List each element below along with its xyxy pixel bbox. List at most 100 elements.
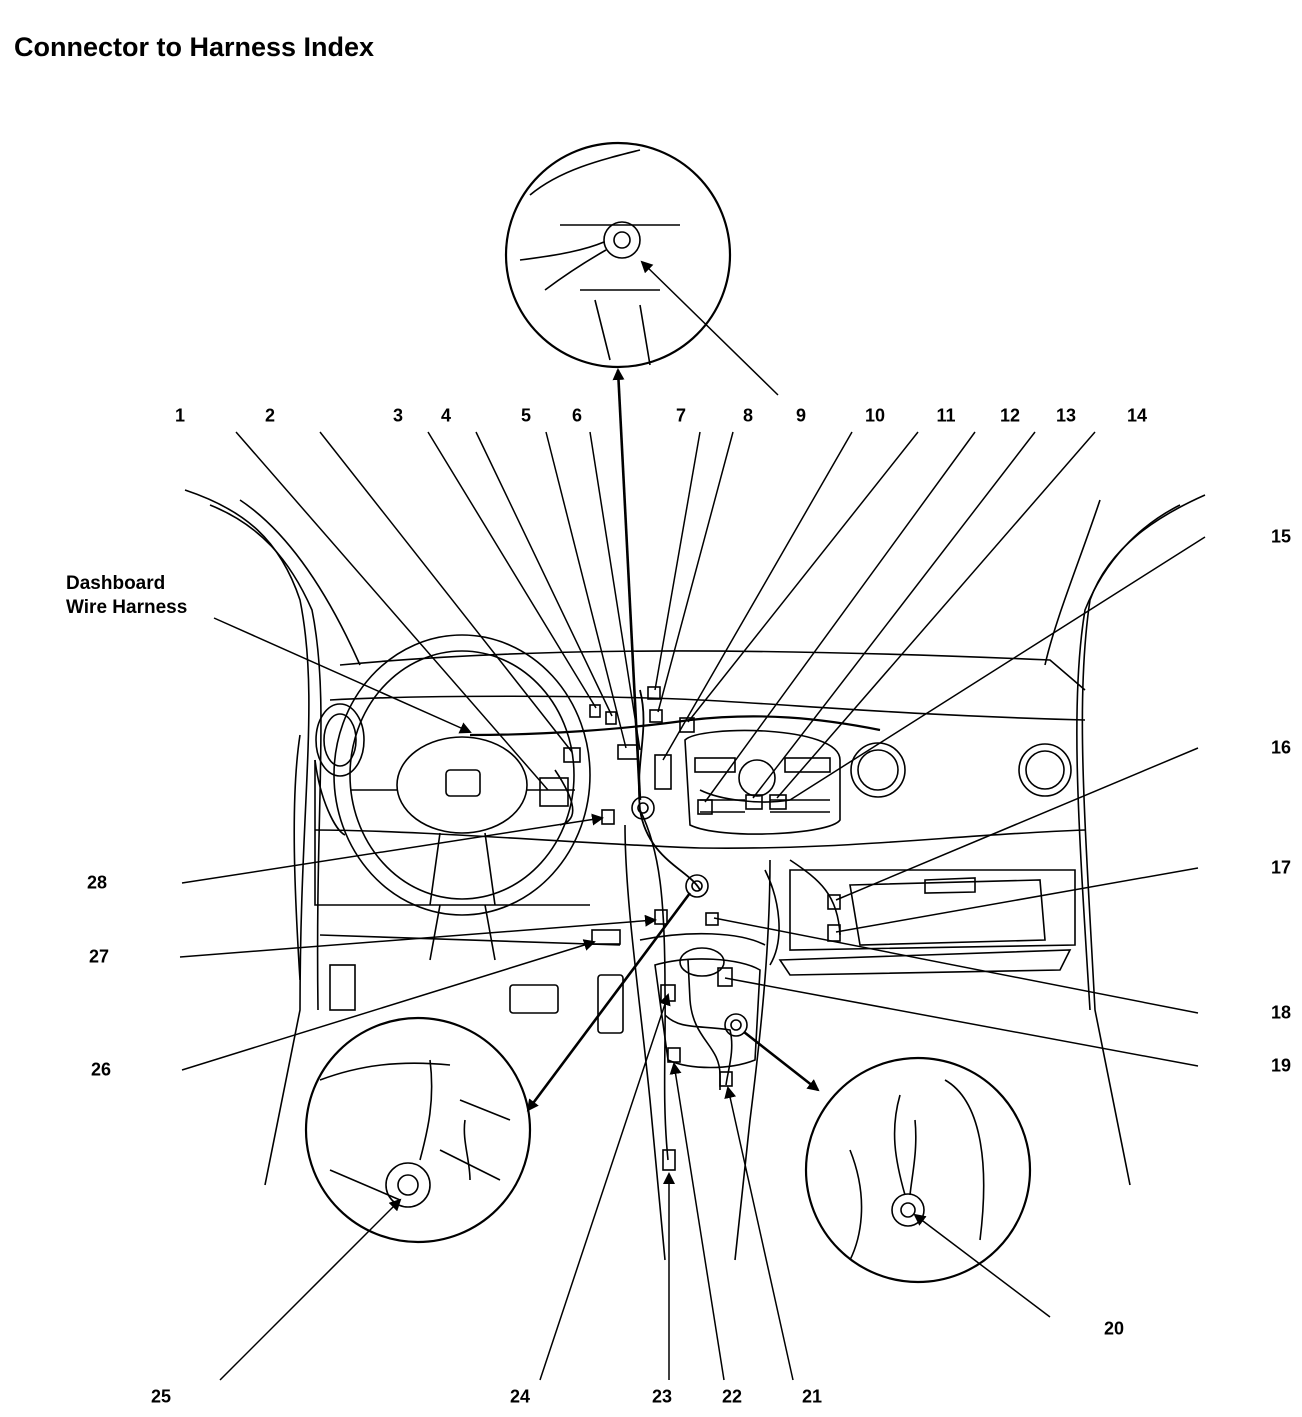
callout-8: 8 [742, 405, 754, 426]
right-pillar [1081, 494, 1206, 1186]
callout-5: 5 [520, 405, 532, 426]
center-console-left [624, 824, 666, 1261]
glove-box [849, 879, 1046, 946]
connector-23 [662, 1149, 676, 1171]
center-knob [738, 759, 776, 797]
leader-20 [913, 1213, 1051, 1318]
callout-16: 16 [1270, 737, 1292, 758]
callout-6: 6 [571, 405, 583, 426]
connector-14 [827, 894, 841, 910]
callout-22: 22 [721, 1386, 743, 1407]
floor-left [319, 934, 621, 946]
ground-point-right [724, 1013, 748, 1037]
inset-left-detail [319, 1062, 511, 1201]
harness-lower [639, 809, 669, 1161]
dashboard-face [314, 760, 590, 906]
callout-9: 9 [795, 405, 807, 426]
leader-15 [789, 536, 1206, 801]
callout-19: 19 [1270, 1055, 1292, 1076]
connector-5 [617, 744, 639, 760]
ground-point-top-inner [637, 802, 649, 814]
inset-top-ground-inner [613, 231, 631, 249]
callout-2: 2 [264, 405, 276, 426]
center-console-right [734, 859, 771, 1261]
inset-left-ground [385, 1162, 431, 1208]
connector-10 [697, 799, 713, 815]
leader-26 [181, 939, 596, 1071]
leader-1 [235, 431, 549, 791]
ground-point-mid-inner [691, 880, 703, 892]
callout-20: 20 [1103, 1318, 1125, 1339]
callout-25: 25 [150, 1386, 172, 1407]
leader-25 [219, 1198, 402, 1381]
steering-wheel-outer [333, 634, 591, 916]
inset-right-detail [849, 1079, 985, 1261]
kick-panel [778, 949, 1072, 976]
dashboard-lower-edge [314, 829, 1086, 849]
leader-16 [835, 747, 1199, 901]
callout-13: 13 [1055, 405, 1077, 426]
leader-28 [181, 813, 604, 884]
center-stack [684, 729, 841, 835]
callout-24: 24 [509, 1386, 531, 1407]
page-title: Connector to Harness Index [14, 32, 375, 62]
leader-18 [713, 917, 1199, 1014]
callout-23: 23 [651, 1386, 673, 1407]
windshield-left [239, 499, 361, 666]
leader-2 [319, 431, 573, 753]
console-side-trim [764, 869, 780, 966]
dashboard-right-lower [789, 869, 1076, 951]
callout-15: 15 [1270, 526, 1292, 547]
ground-point-mid [685, 874, 709, 898]
connector-4 [605, 711, 617, 725]
connector-20 [660, 984, 676, 1002]
harness-drop [638, 689, 701, 891]
connector-12 [769, 794, 787, 810]
leader-21 [724, 1086, 794, 1381]
leader-24 [539, 993, 671, 1381]
right-pillar-inner [1076, 504, 1181, 1011]
inset-right-ground-inner [900, 1202, 916, 1218]
harness-right [699, 789, 791, 803]
leader-4 [475, 431, 613, 717]
callout-18: 18 [1270, 1002, 1292, 1023]
left-panel-trim [314, 759, 346, 836]
connector-7 [649, 709, 663, 723]
callout-1: 1 [174, 405, 186, 426]
ground-point-top [631, 796, 655, 820]
leader-10 [662, 431, 853, 761]
inset-top-wire [519, 241, 607, 291]
harness-console [664, 1014, 733, 1086]
callout-26: 26 [90, 1059, 112, 1080]
connector-13 [601, 809, 615, 825]
accelerator-pedal [597, 974, 624, 1034]
center-display-right [784, 757, 831, 773]
leader-11 [687, 431, 919, 723]
leader-22 [669, 1062, 725, 1381]
steering-spoke-bottom [429, 832, 496, 906]
dashboard-upper-edge [329, 695, 1086, 721]
shift-knob [679, 947, 725, 977]
leader-12 [704, 431, 976, 803]
callout-3: 3 [392, 405, 404, 426]
inset-right-ground [891, 1193, 925, 1227]
leader-5 [545, 431, 627, 749]
connector-9 [654, 754, 672, 790]
glove-latch [924, 877, 976, 894]
steering-logo [445, 769, 481, 797]
connector-15 [827, 924, 841, 942]
inset-left [304, 1016, 532, 1244]
harness-main [469, 715, 881, 737]
inset-right-wire [893, 1094, 917, 1196]
left-door-trim [293, 734, 301, 981]
leader-3 [427, 431, 597, 709]
connector-21 [667, 1047, 681, 1063]
inset-left-wire [419, 1059, 471, 1181]
connector-19 [717, 967, 733, 987]
ground-point-right-inner [730, 1019, 742, 1031]
windshield-right [1044, 499, 1101, 666]
callout-4: 4 [440, 405, 452, 426]
callout-12: 12 [999, 405, 1021, 426]
leader-19 [724, 977, 1199, 1067]
callout-28: 28 [86, 872, 108, 893]
